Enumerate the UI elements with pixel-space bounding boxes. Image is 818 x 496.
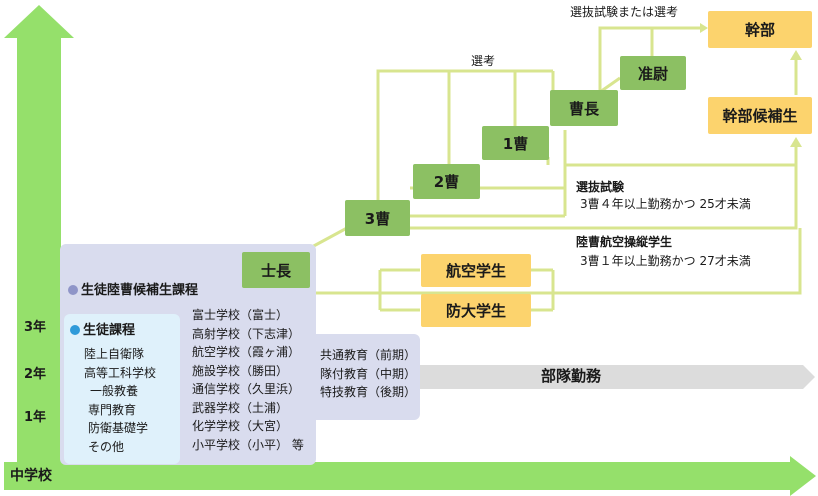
defense-academy-student-box: 防大学生 <box>421 294 531 327</box>
student-course-title-text: 生徒課程 <box>83 323 136 338</box>
list-item: 富士学校（富士） <box>192 308 289 322</box>
middle-school-label: 中学校 <box>10 468 52 484</box>
candidate-course-title-text: 生徒陸曹候補生課程 <box>81 283 199 298</box>
promotion-connectors <box>309 23 802 312</box>
horizontal-axis-arrow <box>4 456 816 496</box>
list-item: 特技教育（後期） <box>320 385 417 399</box>
schools-list: 富士学校（富士） 高射学校（下志津） 航空学校（霞ヶ浦） 施設学校（勝田） 通信… <box>192 306 304 454</box>
list-item: 施設学校（勝田） <box>192 363 289 378</box>
rank-3sou-box: 3曹 <box>345 200 410 236</box>
purple-bullet-icon <box>68 285 78 295</box>
blue-bullet-icon <box>70 325 80 335</box>
education-phase-panel <box>312 334 420 420</box>
list-item: 高射学校（下志津） <box>192 326 301 341</box>
list-item: 一般教養 <box>90 384 139 398</box>
selection-label: 選考 <box>471 54 496 68</box>
list-item: 陸上自衛隊 <box>84 347 145 361</box>
selection-exam-detail: 3曹４年以上勤務かつ 25才未満 <box>580 197 751 211</box>
rank-juni-box: 准尉 <box>620 56 686 90</box>
aviation-student-box: 航空学生 <box>421 254 531 287</box>
year-3-label: 3年 <box>24 320 47 335</box>
list-item: 共通教育（前期） <box>320 348 417 362</box>
list-item: 化学学校（大宮） <box>192 419 289 433</box>
rank-1sou-box: 1曹 <box>482 126 549 160</box>
candidate-course-title: 生徒陸曹候補生課程 <box>68 284 198 297</box>
pilot-student-title: 陸曹航空操縦学生 <box>576 235 673 249</box>
selection-exam-or-selection-label: 選抜試験または選考 <box>570 5 679 19</box>
list-item: 専門教育 <box>88 402 137 417</box>
list-item: 高等工科学校 <box>84 365 157 380</box>
student-course-list: 陸上自衛隊 高等工科学校 一般教養 専門教育 防衛基礎学 その他 <box>84 345 156 456</box>
pilot-student-detail: 3曹１年以上勤務かつ 27才未満 <box>580 254 751 268</box>
list-item: 武器学校（土浦） <box>192 400 289 415</box>
education-phase-list: 共通教育（前期） 隊付教育（中期） 特技教育（後期） <box>320 346 416 402</box>
student-course-title: 生徒課程 <box>70 324 135 337</box>
list-item: その他 <box>88 439 125 454</box>
unit-duty-label: 部隊勤務 <box>541 367 602 385</box>
list-item: 小平学校（小平） 等 <box>192 437 304 452</box>
rank-souchou-box: 曹長 <box>550 90 618 126</box>
year-2-label: 2年 <box>24 367 47 382</box>
unit-duty-arrow <box>420 365 815 389</box>
rank-shichou-box: 士長 <box>242 252 310 288</box>
list-item: 隊付教育（中期） <box>320 366 417 381</box>
list-item: 通信学校（久里浜） <box>192 382 301 396</box>
officer-candidate-box: 幹部候補生 <box>708 97 812 134</box>
student-course-panel <box>64 314 180 464</box>
vertical-axis-arrow <box>4 5 74 462</box>
officer-box: 幹部 <box>708 11 812 48</box>
rank-2sou-box: 2曹 <box>413 164 480 199</box>
list-item: 航空学校（霞ヶ浦） <box>192 345 301 359</box>
selection-exam-title: 選抜試験 <box>576 180 625 194</box>
list-item: 防衛基礎学 <box>88 421 149 435</box>
year-1-label: 1年 <box>24 410 47 425</box>
